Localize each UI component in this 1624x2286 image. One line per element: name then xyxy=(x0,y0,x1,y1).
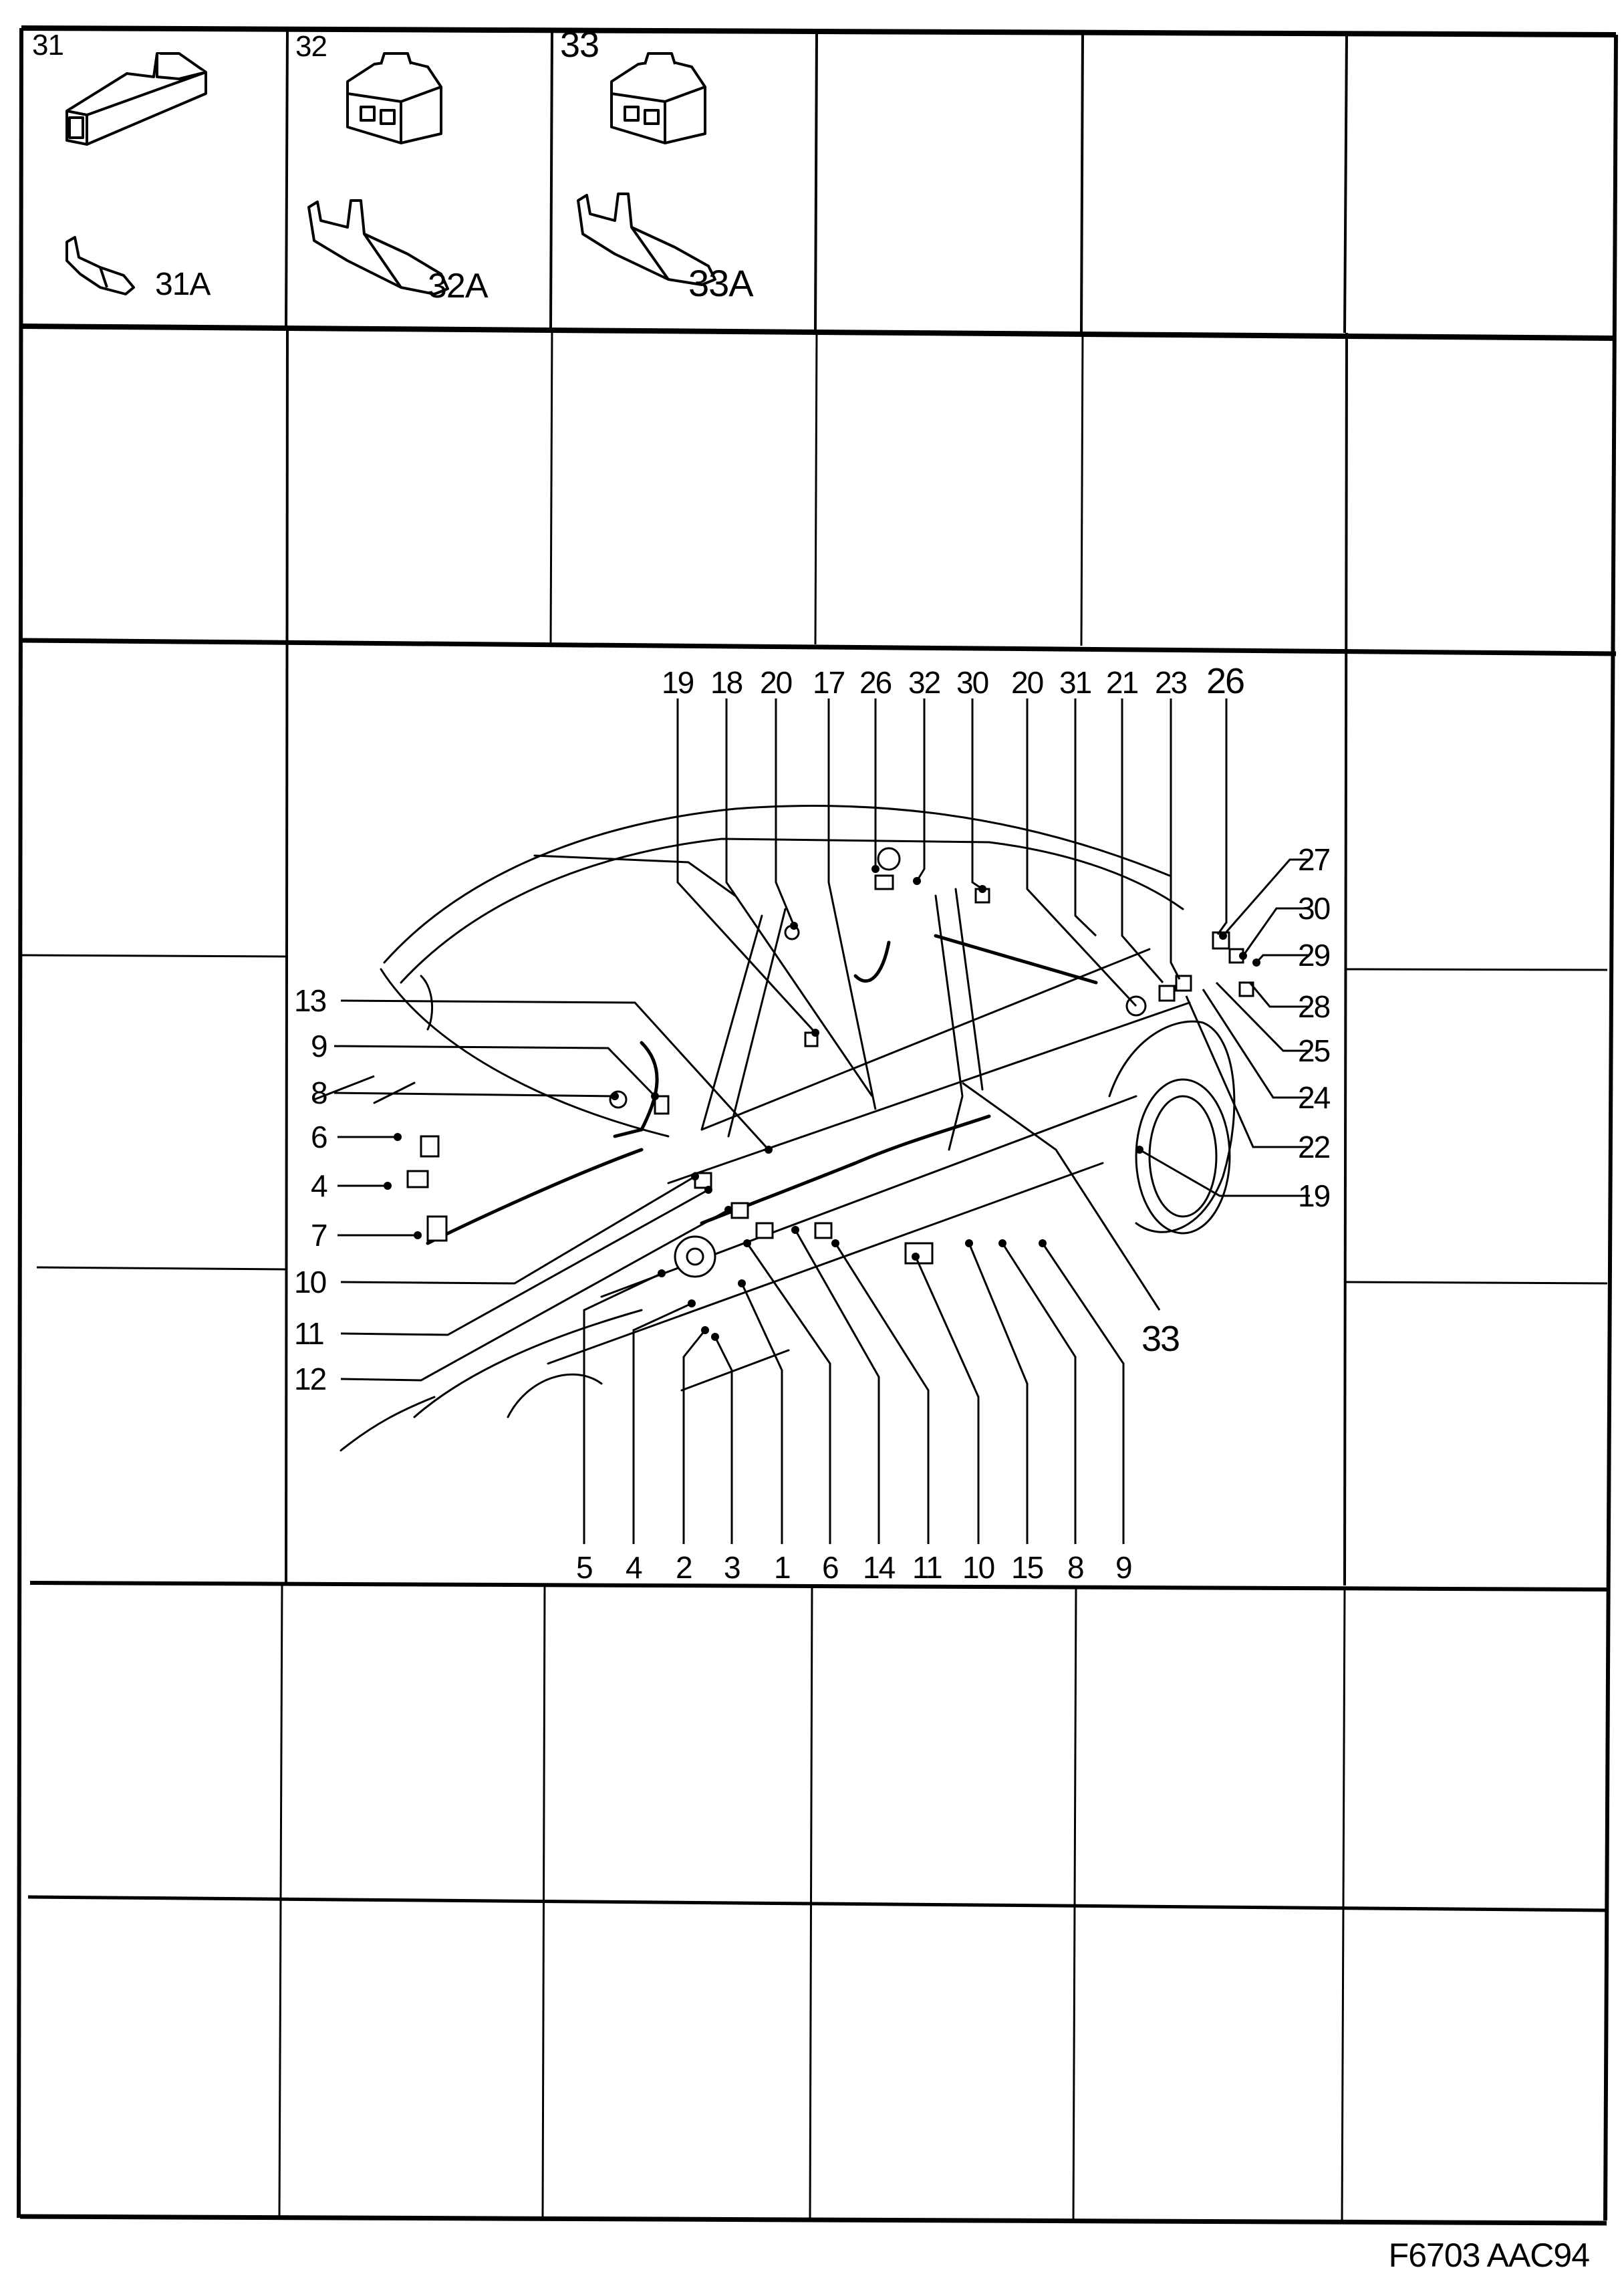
callout-2: 2 xyxy=(676,1550,693,1585)
callout-33: 33 xyxy=(1141,1319,1180,1359)
callout-11b: 11 xyxy=(912,1550,943,1585)
callout-1: 1 xyxy=(774,1550,791,1585)
callout-4: 4 xyxy=(311,1168,328,1203)
callout-10b: 10 xyxy=(962,1550,995,1585)
drawing-reference-code: F6703 AAC94 xyxy=(1388,2237,1590,2274)
callout-15: 15 xyxy=(1011,1550,1044,1585)
callout-5: 5 xyxy=(576,1550,593,1585)
callout-20b: 20 xyxy=(1011,665,1044,700)
part-number-32: 32 xyxy=(295,30,327,63)
connector-33a-terminal-icon xyxy=(577,193,716,286)
connector-31-housing-icon xyxy=(65,52,207,146)
terminal-number-31a: 31A xyxy=(155,267,211,302)
grid-lines xyxy=(17,25,1618,2226)
callout-29: 29 xyxy=(1298,938,1331,973)
connector-box-icon xyxy=(904,1242,934,1265)
part-number-33: 33 xyxy=(560,25,599,65)
callout-6b: 6 xyxy=(822,1550,839,1585)
connector-32-housing-icon xyxy=(346,52,442,144)
callout-30c: 30 xyxy=(1298,891,1331,926)
callout-30: 30 xyxy=(956,665,989,700)
callout-26: 26 xyxy=(859,665,892,700)
callout-20: 20 xyxy=(760,665,793,700)
callout-14: 14 xyxy=(863,1550,896,1585)
connector-28-icon xyxy=(1238,981,1254,997)
callout-6: 6 xyxy=(311,1120,328,1154)
callout-13: 13 xyxy=(294,983,327,1018)
callout-9b: 9 xyxy=(1115,1550,1133,1585)
callout-11: 11 xyxy=(294,1316,325,1351)
callout-7: 7 xyxy=(311,1218,328,1253)
callout-4b: 4 xyxy=(626,1550,643,1585)
callout-8: 8 xyxy=(311,1075,328,1110)
leader-lines xyxy=(313,698,1310,1544)
terminal-number-33a: 33A xyxy=(688,262,754,304)
callout-12: 12 xyxy=(294,1362,327,1396)
speaker-center-icon xyxy=(686,1247,704,1266)
callout-24: 24 xyxy=(1298,1080,1331,1115)
connector-7-icon xyxy=(426,1215,448,1242)
harness-connectors xyxy=(406,847,1254,1278)
callout-19: 19 xyxy=(662,665,694,700)
connector-6-icon xyxy=(420,1135,440,1158)
callout-32: 32 xyxy=(908,665,941,700)
callout-25: 25 xyxy=(1298,1033,1331,1068)
callout-18: 18 xyxy=(710,665,743,700)
callout-31: 31 xyxy=(1059,665,1092,700)
connector-32-icon xyxy=(874,874,894,890)
wiring-harness-icon xyxy=(426,934,1098,1245)
callout-26b: 26 xyxy=(1206,661,1245,701)
connector-4-icon xyxy=(406,1170,429,1188)
callout-19b: 19 xyxy=(1298,1178,1331,1213)
callout-22: 22 xyxy=(1298,1130,1331,1164)
car-body-outline-icon xyxy=(340,805,1236,1452)
callout-17: 17 xyxy=(813,665,845,700)
connector-15-icon xyxy=(814,1222,833,1239)
callout-23: 23 xyxy=(1155,665,1188,700)
leader-dots xyxy=(384,865,1260,1341)
callout-8b: 8 xyxy=(1067,1550,1085,1585)
callout-3: 3 xyxy=(724,1550,741,1585)
callout-10: 10 xyxy=(294,1265,327,1299)
callout-27: 27 xyxy=(1298,842,1331,877)
connector-11-icon xyxy=(730,1202,749,1219)
terminal-number-32a: 32A xyxy=(428,267,489,305)
connector-9-icon xyxy=(654,1095,670,1115)
connector-32a-terminal-icon xyxy=(307,199,449,295)
connector-31a-terminal-icon xyxy=(65,236,135,295)
connector-33-housing-icon xyxy=(610,52,706,144)
connector-14-icon xyxy=(755,1222,774,1239)
callout-9: 9 xyxy=(311,1029,328,1063)
connector-21-icon xyxy=(1158,985,1176,1002)
connector-23-icon xyxy=(1175,975,1192,992)
callout-28: 28 xyxy=(1298,989,1331,1024)
callout-21: 21 xyxy=(1106,665,1139,700)
connector-26-icon xyxy=(877,847,901,871)
part-number-31: 31 xyxy=(32,29,64,61)
